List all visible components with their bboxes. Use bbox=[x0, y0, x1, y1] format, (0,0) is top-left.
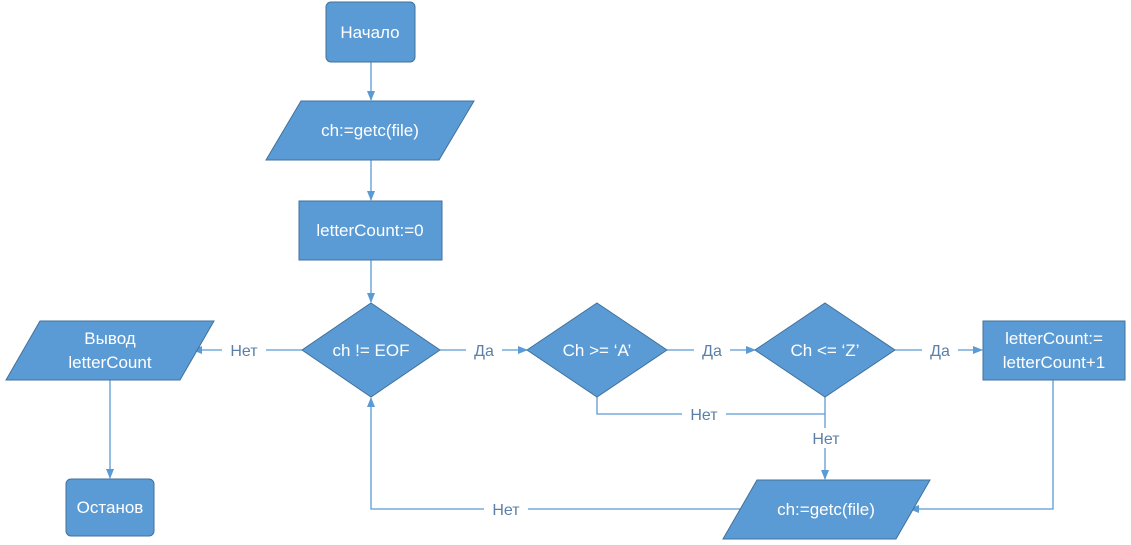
edge-increment-to-read-next bbox=[909, 380, 1054, 513]
label-eof-no: Нет bbox=[230, 343, 258, 360]
node-check-ge-a[interactable]: Ch >= ‘A’ bbox=[526, 302, 668, 398]
node-read-first[interactable]: ch:=getc(file) bbox=[265, 100, 475, 161]
label-ge-a-no: Нет bbox=[690, 407, 718, 424]
node-output-label-line1: Вывод bbox=[84, 329, 135, 348]
node-stop-label: Останов bbox=[77, 498, 144, 517]
node-start-label: Начало bbox=[340, 23, 399, 42]
label-eof-yes: Да bbox=[474, 343, 494, 360]
node-read-next-label: ch:=getc(file) bbox=[777, 500, 875, 519]
node-check-ge-a-label: Ch >= ‘A’ bbox=[563, 341, 632, 360]
node-check-le-z-label: Ch <= ‘Z’ bbox=[791, 341, 860, 360]
node-init-count[interactable]: letterCount:=0 bbox=[298, 200, 443, 261]
label-le-z-yes: Да bbox=[930, 343, 950, 360]
node-increment-label-line1: letterCount:= bbox=[1005, 329, 1103, 348]
edge-ge-a-no bbox=[596, 397, 825, 415]
node-init-count-label: letterCount:=0 bbox=[316, 221, 423, 240]
node-read-first-label: ch:=getc(file) bbox=[321, 121, 419, 140]
connectors bbox=[106, 62, 1054, 513]
edge-labels: Нет Да Да Да Нет Нет Нет bbox=[222, 340, 958, 519]
label-ge-a-yes: Да bbox=[702, 343, 722, 360]
node-start[interactable]: Начало bbox=[325, 1, 416, 63]
edge-loop-back bbox=[367, 397, 740, 510]
node-output-label-line2: letterCount bbox=[68, 353, 151, 372]
node-increment[interactable]: letterCount:= letterCount+1 bbox=[982, 320, 1126, 381]
node-output[interactable]: Вывод letterCount bbox=[5, 320, 215, 381]
label-loop-back: Нет bbox=[492, 502, 520, 519]
node-check-le-z[interactable]: Ch <= ‘Z’ bbox=[754, 302, 896, 398]
node-increment-label-line2: letterCount+1 bbox=[1003, 353, 1106, 372]
node-check-eof[interactable]: ch != EOF bbox=[301, 302, 441, 398]
node-stop[interactable]: Останов bbox=[65, 478, 155, 537]
label-le-z-no: Нет bbox=[812, 431, 840, 448]
node-check-eof-label: ch != EOF bbox=[333, 341, 410, 360]
node-read-next[interactable]: ch:=getc(file) bbox=[722, 479, 931, 540]
